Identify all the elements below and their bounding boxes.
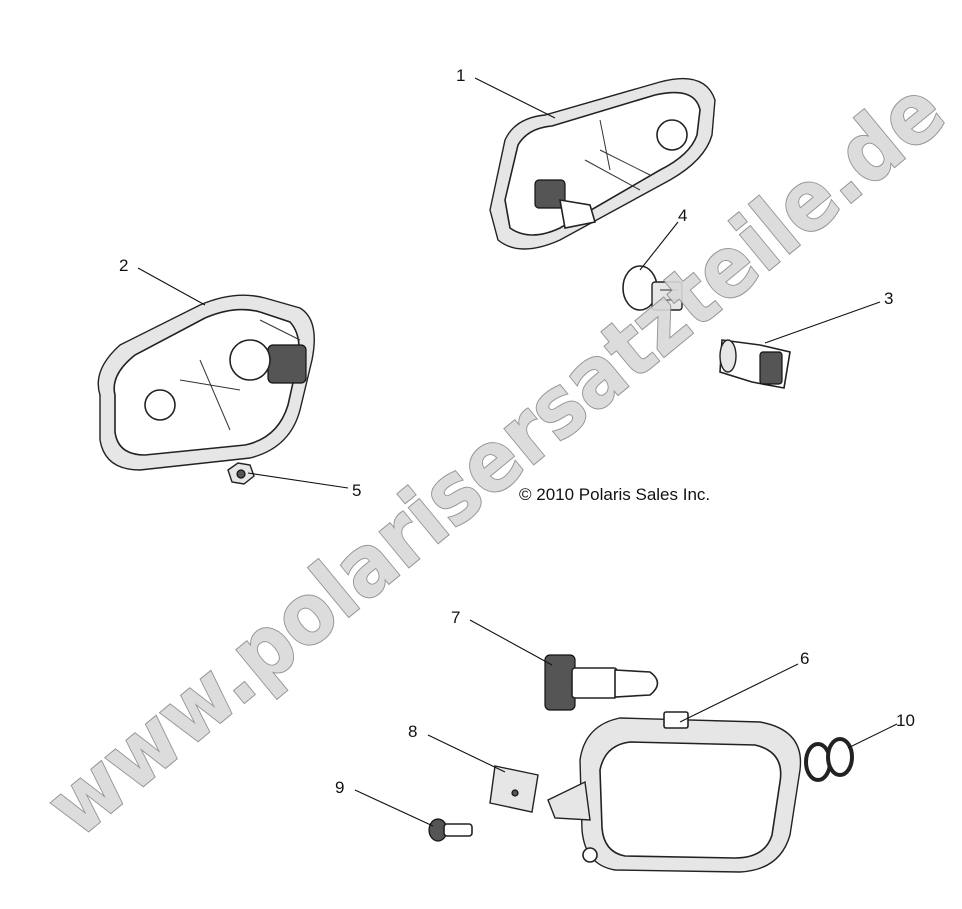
leader-6 xyxy=(679,663,799,723)
part-6-headlight xyxy=(547,711,802,873)
callout-2: 2 xyxy=(119,256,128,275)
callout-4: 4 xyxy=(678,206,687,225)
part-8-clip xyxy=(489,765,539,813)
leader-5 xyxy=(247,472,349,489)
leader-3 xyxy=(764,301,881,344)
leader-lines xyxy=(137,77,898,827)
callout-9: 9 xyxy=(335,778,344,797)
callout-10: 10 xyxy=(896,711,915,730)
part-1-tail-light xyxy=(489,77,716,250)
leader-4 xyxy=(639,221,679,271)
callout-1: 1 xyxy=(456,66,465,85)
part-5-nut xyxy=(227,462,255,485)
part-10-o-rings xyxy=(804,737,854,782)
callouts: 1 2 3 4 5 6 7 8 9 10 xyxy=(119,66,915,797)
part-2-tail-light xyxy=(97,294,315,471)
leader-10 xyxy=(847,723,898,749)
leader-9 xyxy=(354,789,434,827)
part-4-bulb xyxy=(622,265,683,311)
leader-1 xyxy=(474,77,556,119)
callout-5: 5 xyxy=(352,481,361,500)
callout-8: 8 xyxy=(408,722,417,741)
leader-7 xyxy=(469,619,553,666)
callout-6: 6 xyxy=(800,649,809,668)
copyright-text: © 2010 Polaris Sales Inc. xyxy=(519,485,710,504)
callout-7: 7 xyxy=(451,608,460,627)
part-9-screw xyxy=(428,818,473,842)
part-7-headlight-bulb xyxy=(544,654,659,711)
leader-8 xyxy=(427,734,506,773)
callout-3: 3 xyxy=(884,289,893,308)
leader-2 xyxy=(137,267,206,306)
part-3-bulb-socket xyxy=(719,339,791,389)
